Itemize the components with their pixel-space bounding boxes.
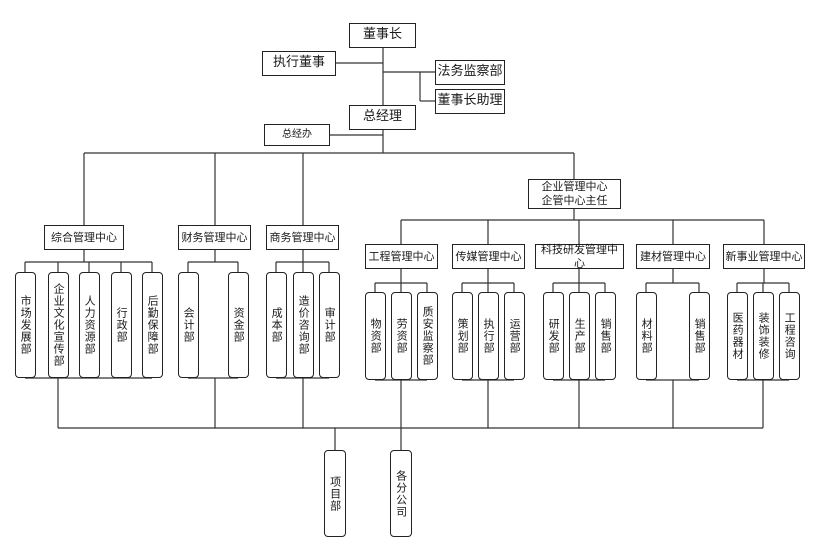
pricing-consult-dept: 造价咨询部: [293, 272, 314, 378]
sales-materials-dept: 销售部: [689, 292, 710, 380]
business-center-box: 商务管理中心: [266, 225, 339, 250]
branches-dept: 各分公司: [390, 450, 412, 537]
labor-dept: 劳资部: [391, 292, 412, 380]
materials-dept: 材料部: [636, 292, 657, 380]
research-dept: 研发部: [543, 292, 564, 380]
finance-center-box: 财务管理中心: [178, 225, 251, 250]
audit-dept: 审计部: [319, 272, 340, 378]
gm-office-box: 总经办: [264, 124, 330, 146]
hr-dept: 人力资源部: [79, 272, 100, 378]
quality-safety-dept: 质安监察部: [417, 292, 438, 380]
operations-dept: 运营部: [504, 292, 525, 380]
engineering-consult-dept: 工程咨询: [779, 292, 800, 380]
cost-dept: 成本部: [266, 272, 287, 378]
sales-rnd-dept: 销售部: [595, 292, 616, 380]
chairman-box: 董事长: [349, 23, 416, 48]
legal-supervision-box: 法务监察部: [435, 60, 505, 85]
project-dept: 项目部: [324, 450, 346, 537]
supplies-dept: 物资部: [365, 292, 386, 380]
rnd-center-box: 科技研发管理中心: [535, 243, 624, 270]
execution-dept: 执行部: [478, 292, 499, 380]
decoration-dept: 装饰装修: [753, 292, 774, 380]
accounting-dept: 会计部: [178, 272, 199, 378]
funds-dept: 资金部: [228, 272, 249, 378]
planning-dept: 策划部: [452, 292, 473, 380]
culture-promo-dept: 企业文化宣传部: [48, 272, 69, 378]
media-center-box: 传媒管理中心: [452, 244, 525, 269]
materials-center-box: 建材管理中心: [636, 244, 710, 269]
comprehensive-center-box: 综合管理中心: [44, 225, 124, 250]
production-dept: 生产部: [569, 292, 590, 380]
market-dev-dept: 市场发展部: [15, 272, 36, 378]
executive-director-box: 执行董事: [262, 51, 336, 76]
medical-equipment-dept: 医药器材: [727, 292, 748, 380]
engineering-center-box: 工程管理中心: [365, 244, 438, 269]
chairman-assistant-box: 董事长助理: [435, 89, 505, 114]
enterprise-center-box: 企业管理中心 企管中心主任: [528, 179, 621, 209]
admin-dept: 行政部: [111, 272, 132, 378]
general-manager-box: 总经理: [349, 105, 416, 130]
logistics-dept: 后勤保障部: [142, 272, 163, 378]
new-business-center-box: 新事业管理中心: [723, 244, 805, 269]
